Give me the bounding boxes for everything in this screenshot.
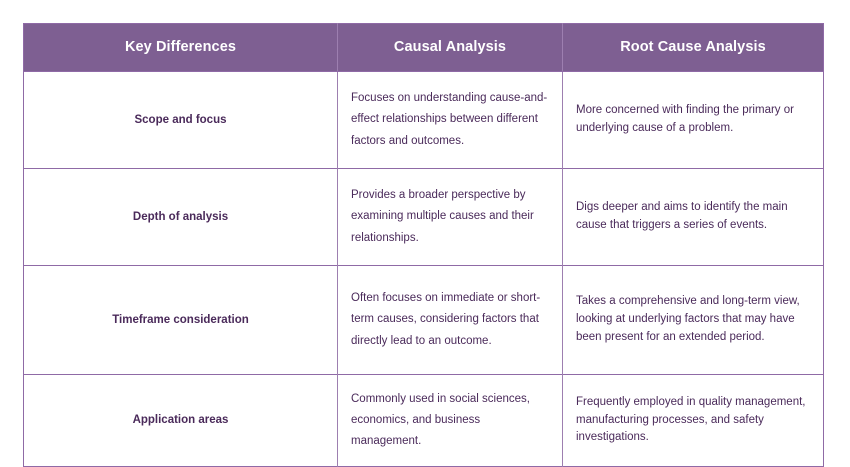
cell-causal-timeframe-consideration: Often focuses on immediate or short-term… <box>337 265 563 375</box>
cell-causal-scope-and-focus: Focuses on understanding cause-and-effec… <box>337 71 563 169</box>
cell-rootcause-depth-of-analysis: Digs deeper and aims to identify the mai… <box>562 168 824 266</box>
cell-causal-depth-of-analysis: Provides a broader perspective by examin… <box>337 168 563 266</box>
column-header-root-cause-analysis: Root Cause Analysis <box>562 23 824 72</box>
table-row: Timeframe consideration Often focuses on… <box>23 265 824 375</box>
table-header: Key Differences Causal Analysis Root Cau… <box>23 23 824 72</box>
table-row: Scope and focus Focuses on understanding… <box>23 71 824 169</box>
cell-key-scope-and-focus: Scope and focus <box>23 71 338 169</box>
comparison-table: Key Differences Causal Analysis Root Cau… <box>23 23 824 467</box>
cell-key-timeframe-consideration: Timeframe consideration <box>23 265 338 375</box>
table-row: Application areas Commonly used in socia… <box>23 374 824 467</box>
table-row: Depth of analysis Provides a broader per… <box>23 168 824 266</box>
cell-rootcause-application-areas: Frequently employed in quality managemen… <box>562 374 824 467</box>
page-container: Key Differences Causal Analysis Root Cau… <box>23 23 824 467</box>
cell-rootcause-timeframe-consideration: Takes a comprehensive and long-term view… <box>562 265 824 375</box>
column-header-key-differences: Key Differences <box>23 23 338 72</box>
header-row: Key Differences Causal Analysis Root Cau… <box>23 23 824 72</box>
cell-rootcause-scope-and-focus: More concerned with finding the primary … <box>562 71 824 169</box>
cell-causal-application-areas: Commonly used in social sciences, econom… <box>337 374 563 467</box>
cell-key-depth-of-analysis: Depth of analysis <box>23 168 338 266</box>
table-body: Scope and focus Focuses on understanding… <box>23 71 824 467</box>
column-header-causal-analysis: Causal Analysis <box>337 23 563 72</box>
cell-key-application-areas: Application areas <box>23 374 338 467</box>
